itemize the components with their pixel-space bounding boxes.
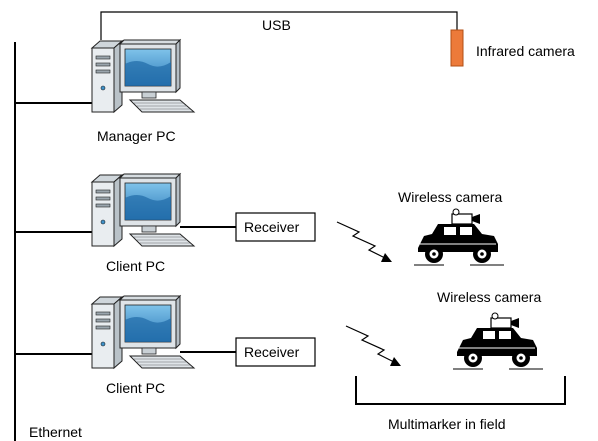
camera-car-2-icon (452, 312, 544, 370)
receiver-1-box (235, 212, 316, 242)
wireless-signal-2-icon (345, 325, 402, 367)
client-pc-2-label: Client PC (106, 380, 165, 396)
multimarker-bracket (355, 376, 566, 405)
receiver-1-label: Receiver (244, 219, 300, 235)
usb-cable (100, 11, 458, 40)
manager-pc-label: Manager PC (97, 128, 176, 144)
wireless-camera-2-label: Wireless camera (437, 289, 541, 305)
camera-car-1-icon (413, 208, 505, 266)
manager-pc-icon (91, 39, 195, 113)
multimarker-label: Multimarker in field (388, 416, 505, 432)
client-pc-1-label: Client PC (106, 258, 165, 274)
wireless-signal-1-icon (336, 221, 393, 263)
infrared-camera-icon (450, 29, 464, 67)
usb-label: USB (262, 17, 291, 33)
ethernet-label: Ethernet (29, 424, 82, 440)
receiver-2-box (235, 337, 316, 367)
client-pc-2-icon (91, 295, 195, 369)
wireless-camera-1-label: Wireless camera (398, 189, 502, 205)
client-pc-1-icon (91, 173, 195, 247)
infrared-camera-label: Infrared camera (476, 43, 575, 59)
receiver-2-label: Receiver (244, 344, 300, 360)
